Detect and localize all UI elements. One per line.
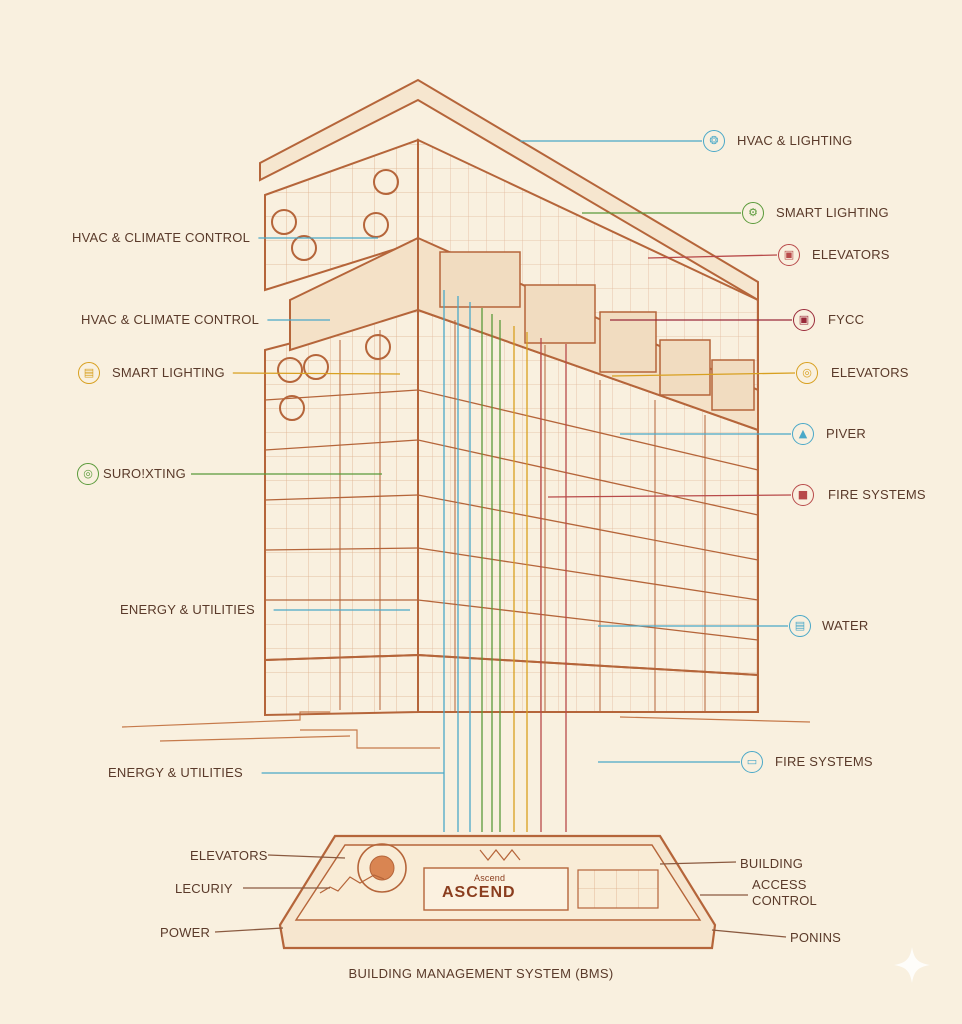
camera-icon: ▣ [793, 309, 815, 331]
label-surojxting: SURO!XTING [103, 466, 186, 481]
connector-fire_systems_1 [547, 494, 792, 498]
label-energy_utilities_2: ENERGY & UTILITIES [108, 765, 243, 780]
label-elevators_1: ELEVATORS [812, 247, 890, 262]
label-water: WATER [822, 618, 869, 633]
label-hvac_climate_2: HVAC & CLIMATE CONTROL [81, 312, 259, 327]
label-hvac_climate_1: HVAC & CLIMATE CONTROL [72, 230, 250, 245]
console-label-power: POWER [160, 925, 211, 940]
bms-console [278, 834, 717, 950]
label-energy_utilities_1: ENERGY & UTILITIES [120, 602, 255, 617]
brand-name: ASCEND [442, 884, 516, 901]
label-fire_systems_2: FIRE SYSTEMS [775, 754, 873, 769]
gear-icon: ⚙ [742, 202, 764, 224]
connector-elevators_1 [647, 254, 778, 259]
label-smart_lighting: SMART LIGHTING [776, 205, 889, 220]
leader-power [214, 927, 284, 933]
ground [121, 711, 811, 749]
leader-ponins [711, 929, 787, 938]
label-hvac_lighting: HVAC & LIGHTING [737, 133, 853, 148]
label-piver: PIVER [826, 426, 867, 441]
connector-lines [191, 140, 796, 938]
label-elevators_2: ELEVATORS [831, 365, 909, 380]
connector-elevators_2 [611, 372, 796, 377]
console-label-control: CONTROL [752, 893, 817, 908]
label-fycc: FYCC [828, 312, 865, 327]
drop-icon: ▲ [792, 423, 814, 445]
camera-icon: ▣ [778, 244, 800, 266]
leader-building [659, 861, 737, 865]
bulb-icon: ◎ [796, 362, 818, 384]
bulb-icon: ◎ [77, 463, 99, 485]
leader-elevators [267, 854, 346, 859]
label-fire_systems_1: FIRE SYSTEMS [828, 487, 926, 502]
lock-icon: ■ [792, 484, 814, 506]
connector-smart_lighting_left [232, 372, 401, 375]
building-top [259, 78, 759, 392]
diagram-caption: BUILDING MANAGEMENT SYSTEM (BMS) [348, 966, 614, 981]
console-label-access: ACCESS [752, 877, 807, 892]
console-label-building: BUILDING [740, 856, 804, 871]
meter-icon: ▤ [789, 615, 811, 637]
brand-tag: Ascend [474, 873, 506, 883]
panel-icon: ▤ [78, 362, 100, 384]
fan-icon: ❂ [703, 130, 725, 152]
label-smart_lighting_left: SMART LIGHTING [112, 365, 225, 380]
console-label-elevators: ELEVATORS [190, 848, 268, 863]
sparkle-icon [894, 947, 930, 983]
console-label-lecuriy: LECURIY [175, 881, 233, 896]
console-label-ponins: PONINS [790, 930, 842, 945]
monitor-icon: ▭ [741, 751, 763, 773]
building-body [264, 169, 759, 717]
